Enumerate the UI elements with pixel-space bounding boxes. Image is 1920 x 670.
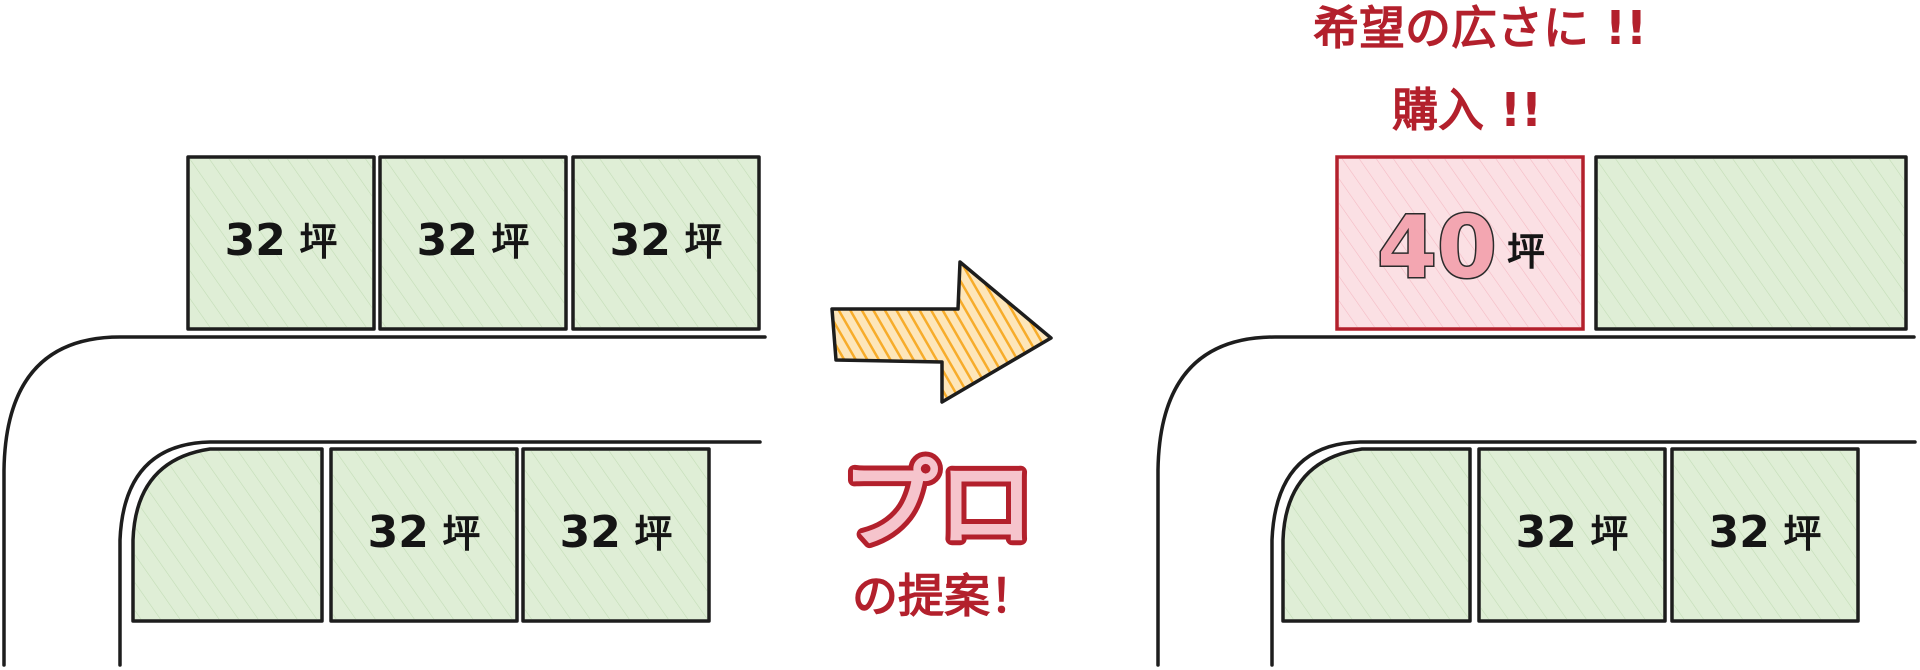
lot-area: 32 bbox=[1709, 507, 1770, 558]
lot-unit: 坪 bbox=[684, 220, 722, 264]
after-plan: 希望の広さに !! 購入 !! 40 坪 32 坪 bbox=[1156, 1, 1917, 667]
lot-unit: 坪 bbox=[299, 220, 337, 264]
svg-text:32 坪: 32 坪 bbox=[417, 215, 530, 266]
proposal-subtitle: の提案！ bbox=[852, 569, 1036, 623]
road-upper-edge bbox=[1156, 335, 1916, 667]
lot-after-top-2 bbox=[1594, 155, 1908, 331]
lot-after-bottom-2: 32 坪 bbox=[1477, 447, 1667, 623]
svg-text:32 坪: 32 坪 bbox=[1516, 507, 1629, 558]
lot-after-bottom-1 bbox=[1281, 447, 1472, 623]
lot-before-top-2: 32 坪 bbox=[378, 155, 568, 331]
svg-text:32 坪: 32 坪 bbox=[225, 215, 338, 266]
svg-text:32 坪: 32 坪 bbox=[560, 507, 673, 558]
lot-area: 32 bbox=[610, 215, 671, 266]
lot-area: 32 bbox=[368, 507, 429, 558]
before-plan: 32 坪 32 坪 32 坪 bbox=[2, 155, 767, 667]
lot-unit: 坪 bbox=[442, 512, 480, 556]
svg-text:32 坪: 32 坪 bbox=[1709, 507, 1822, 558]
road-lower-edge bbox=[1270, 440, 1917, 667]
highlight-unit: 坪 bbox=[1507, 230, 1545, 274]
lot-before-bottom-2: 32 坪 bbox=[329, 447, 519, 623]
lot-before-top-3: 32 坪 bbox=[571, 155, 761, 331]
lot-after-bottom-3: 32 坪 bbox=[1670, 447, 1860, 623]
lot-unit: 坪 bbox=[1590, 512, 1628, 556]
svg-text:32 坪: 32 坪 bbox=[610, 215, 723, 266]
desired-size-note: 希望の広さに !! bbox=[1313, 1, 1647, 55]
arrow-right-icon bbox=[830, 260, 1053, 404]
lot-before-top-1: 32 坪 bbox=[186, 155, 376, 331]
lot-before-bottom-3: 32 坪 bbox=[521, 447, 711, 623]
proposal-center: プロ の提案！ bbox=[830, 260, 1053, 623]
lot-area: 32 bbox=[417, 215, 478, 266]
lot-area: 32 bbox=[225, 215, 286, 266]
purchase-note: 購入 !! bbox=[1392, 83, 1542, 137]
lot-area: 32 bbox=[560, 507, 621, 558]
road-upper-edge bbox=[2, 335, 767, 667]
lot-unit: 坪 bbox=[634, 512, 672, 556]
road-lower-edge bbox=[118, 440, 762, 667]
lot-area: 32 bbox=[1516, 507, 1577, 558]
highlight-area: 40 bbox=[1377, 198, 1497, 298]
svg-text:32 坪: 32 坪 bbox=[368, 507, 481, 558]
lot-before-bottom-1 bbox=[131, 447, 324, 623]
lot-after-highlight: 40 坪 bbox=[1335, 155, 1585, 331]
lot-unit: 坪 bbox=[1783, 512, 1821, 556]
pro-title: プロ bbox=[842, 449, 1034, 561]
lot-unit: 坪 bbox=[491, 220, 529, 264]
